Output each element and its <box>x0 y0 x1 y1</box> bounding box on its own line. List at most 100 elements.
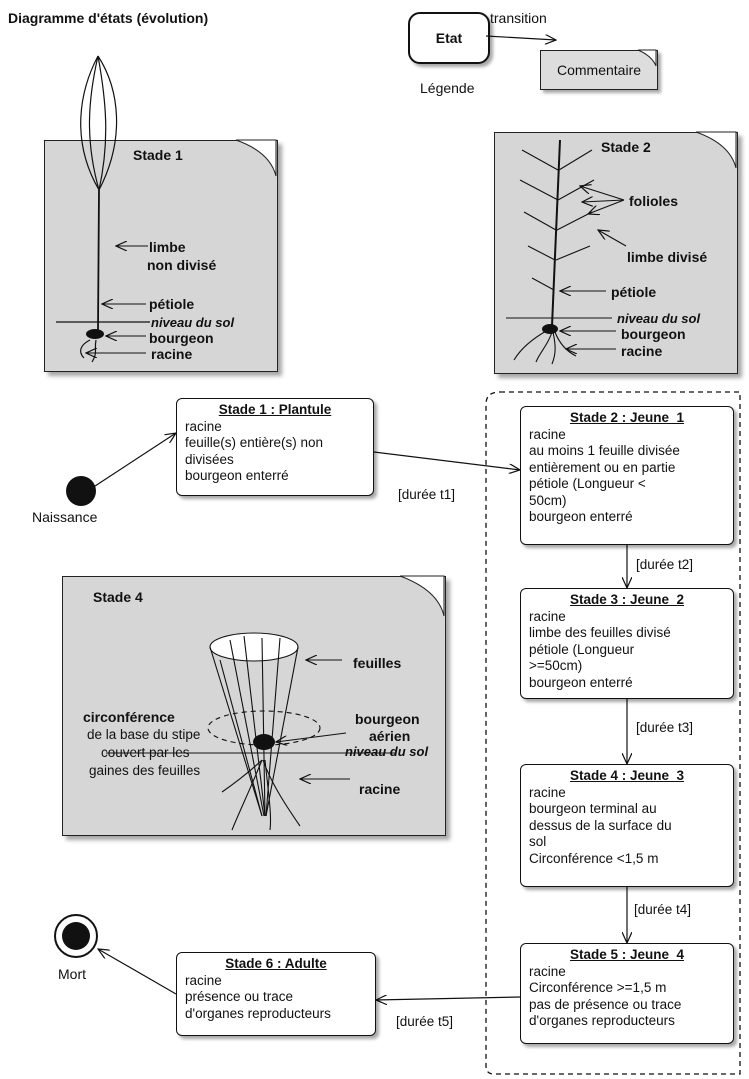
duration-t5-label: [durée t5] <box>396 1014 454 1029</box>
state-stade1-line: bourgeon enterré <box>185 468 289 483</box>
stade1-bourgeon-label: bourgeon <box>149 330 214 346</box>
legend-caption: Légende <box>420 80 475 96</box>
end-node-inner <box>62 922 90 950</box>
stade2-racine-label: racine <box>621 343 663 359</box>
stade1-niveau-sol-label: niveau du sol <box>151 315 235 330</box>
stade4-plant-drawing <box>106 632 396 831</box>
state-stade3-line: racine <box>529 608 566 624</box>
state-stade1-line: racine <box>185 418 222 434</box>
naissance-label: Naissance <box>32 509 98 525</box>
stade4-note-title: Stade 4 <box>93 589 143 605</box>
state-stade5-title: Stade 5 : Jeune_4 <box>569 947 685 962</box>
duration-t3-label: [durée t3] <box>636 720 694 735</box>
state-stade2-line: pétiole (Longueur < <box>529 476 646 491</box>
stade2-note-title: Stade 2 <box>601 139 651 155</box>
state-stade1-line: feuille(s) entière(s) non <box>185 435 324 450</box>
stade2-bourgeon-label: bourgeon <box>621 326 686 342</box>
legend-state-box: Etat <box>408 12 490 64</box>
stade2-limbe-divise-label: limbe divisé <box>627 249 708 265</box>
state-stade1-title: Stade 1 : Plantule <box>218 402 332 417</box>
state-stade5: Stade 5 : Jeune_4 racine Circonférence >… <box>520 943 734 1044</box>
stade1-petiole-label: pétiole <box>149 296 195 312</box>
state-stade5-line: racine <box>529 963 566 979</box>
state-stade2-line: 50cm) <box>529 492 567 508</box>
stade4-bourgeon-label: bourgeon <box>355 711 420 727</box>
state-stade2-line: au moins 1 feuille divisée <box>529 443 680 458</box>
state-stade2-line: bourgeon enterré <box>529 509 633 524</box>
state-stade4-line: sol <box>529 834 547 849</box>
transition-s6-mort <box>98 949 177 995</box>
state-stade4-title: Stade 4 : Jeune_3 <box>569 768 685 783</box>
state-transitions <box>91 433 627 1000</box>
stade4-base-stipe-label: de la base du stipe <box>87 727 201 742</box>
stade2-label-arrows <box>560 186 627 349</box>
legend-comment-label: Commentaire <box>556 62 642 78</box>
state-stade6: Stade 6 : Adulte racine présence ou trac… <box>176 952 376 1036</box>
state-stade3-title: Stade 3 : Jeune_2 <box>569 592 685 607</box>
stade4-label-arrows <box>276 660 350 779</box>
legend-comment-note: Commentaire <box>540 50 658 90</box>
stade2-bud <box>542 324 558 334</box>
stade2-petiole-label: pétiole <box>611 284 657 300</box>
stade2-folioles-label: folioles <box>629 193 679 209</box>
state-stade3-line: pétiole (Longueur <box>529 641 635 657</box>
state-stade2-line: entièrement ou en partie <box>529 459 676 475</box>
stade4-gaines-label: gaines des feuilles <box>89 763 201 778</box>
stade4-circonference-label: circonférence <box>83 709 175 725</box>
stade1-limbe-label: limbe <box>149 239 186 255</box>
composite-state-region <box>485 391 741 1075</box>
state-stade2-line: racine <box>529 426 566 442</box>
stade2-note-fold <box>695 131 737 169</box>
legend-transition-arrow <box>485 36 556 40</box>
stade1-note-title: Stade 1 <box>133 147 183 163</box>
legend-comment-fold <box>637 49 657 67</box>
stade1-label-arrows <box>86 246 148 353</box>
state-stade1: Stade 1 : Plantule racine feuille(s) ent… <box>176 398 374 496</box>
state-stade4-line: Circonférence <1,5 m <box>529 850 659 866</box>
start-node <box>66 476 96 506</box>
state-stade6-line: d'organes reproducteurs <box>185 1005 331 1021</box>
duration-t1-label: [durée t1] <box>398 487 456 502</box>
transition-s1-s2 <box>373 451 520 470</box>
state-stade3-line: limbe des feuilles divisé <box>529 625 671 640</box>
duration-t4-label: [durée t4] <box>634 902 692 917</box>
state-stade4-line: racine <box>529 784 566 800</box>
duration-t2-label: [durée t2] <box>636 557 694 572</box>
state-stade4: Stade 4 : Jeune_3 racine bourgeon termin… <box>520 764 734 887</box>
state-stade5-line: d'organes reproducteurs <box>529 1013 675 1028</box>
stade1-bud <box>86 329 104 339</box>
state-stade5-line: pas de présence ou trace <box>529 996 682 1012</box>
stade1-racine-label: racine <box>151 346 193 362</box>
stade1-non-divise-label: non divisé <box>147 257 217 273</box>
transition-naissance-s1 <box>91 433 176 489</box>
stade2-plant-drawing <box>506 139 612 365</box>
state-stade6-title: Stade 6 : Adulte <box>225 956 327 971</box>
state-stade2-title: Stade 2 : Jeune_1 <box>569 410 685 425</box>
mort-label: Mort <box>58 966 86 982</box>
stade4-feuilles-label: feuilles <box>353 655 402 671</box>
state-stade3-line: >=50cm) <box>529 658 583 673</box>
state-stade2: Stade 2 : Jeune_1 racine au moins 1 feui… <box>520 406 734 545</box>
stade1-plant-drawing <box>56 55 150 363</box>
stade2-illustration-note: Stade 2 folioles limbe divisé pétiole ni… <box>494 132 738 374</box>
state-stade5-line: Circonférence >=1,5 m <box>529 980 667 995</box>
stade4-aerien-label: aérien <box>369 728 411 744</box>
stade1-note-fold <box>235 139 277 177</box>
state-stade3: Stade 3 : Jeune_2 racine limbe des feuil… <box>520 588 734 699</box>
state-stade3-line: bourgeon enterré <box>529 674 633 690</box>
state-stade4-line: bourgeon terminal au <box>529 801 657 816</box>
stade2-niveau-sol-label: niveau du sol <box>617 311 701 326</box>
stade4-note-fold <box>399 575 445 617</box>
stade1-illustration-note: Stade 1 limbe non divisé pétiole niveau … <box>44 140 278 372</box>
legend-transition-label: transition <box>490 10 547 26</box>
state-stade6-line: racine <box>185 972 222 988</box>
transition-s5-s6 <box>376 997 521 1000</box>
stade4-niveau-sol-label: niveau du sol <box>345 744 429 759</box>
state-stade4-line: dessus de la surface du <box>529 817 672 833</box>
state-stade1-line: divisées <box>185 451 234 467</box>
state-stade6-line: présence ou trace <box>185 989 294 1004</box>
stade4-bud <box>253 734 275 750</box>
legend-state-label: Etat <box>435 30 463 46</box>
diagram-title: Diagramme d'états (évolution) <box>8 10 209 26</box>
